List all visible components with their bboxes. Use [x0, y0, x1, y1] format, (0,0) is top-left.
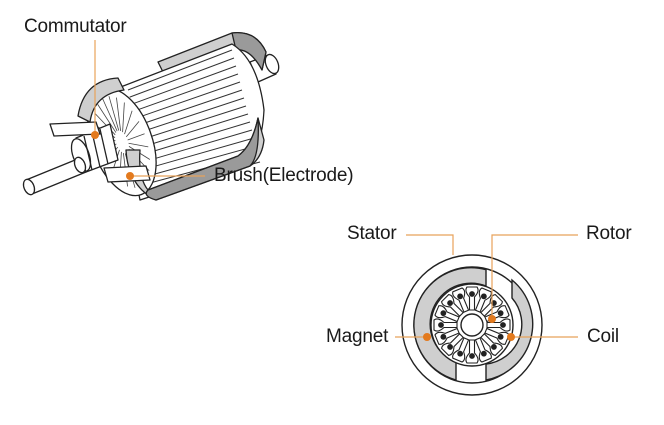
rotor-tooth — [452, 287, 470, 313]
label-commutator: Commutator — [24, 16, 127, 37]
rotor-tooth — [441, 294, 464, 317]
rotor-tooth — [486, 318, 511, 332]
dot-coil — [507, 333, 515, 341]
marker-dots — [91, 131, 515, 341]
motor-cross-section — [401, 254, 543, 396]
dot-commutator — [91, 131, 99, 139]
rotor-tooth — [480, 333, 503, 356]
dc-motor-illustration — [22, 31, 280, 201]
dot-brush — [126, 172, 134, 180]
rotor-tooth — [434, 305, 460, 323]
dot-rotor — [488, 315, 496, 323]
magnet-left-segment — [413, 267, 487, 381]
brush-upper — [49, 121, 101, 137]
rotor-tooth — [433, 318, 458, 332]
rotor-tooth — [452, 337, 470, 363]
rotor-tooth — [434, 327, 460, 345]
dot-magnet — [423, 333, 431, 341]
leader-lines — [94, 40, 578, 338]
rotor-coil-teeth — [433, 286, 511, 364]
rotor-tooth — [484, 327, 510, 345]
rotor-tooth — [465, 286, 479, 311]
shaft-left — [22, 156, 87, 196]
rotor-shaft — [460, 313, 484, 337]
rotor-tooth — [441, 333, 464, 356]
magnet-arc-left — [77, 77, 125, 123]
leader-rotor — [491, 234, 578, 318]
label-stator: Stator — [347, 223, 397, 244]
rotor-tooth — [465, 339, 479, 364]
rotor-tooth — [474, 337, 492, 363]
magnet-right-segment — [485, 278, 534, 381]
rotor-tooth — [474, 287, 492, 313]
label-magnet: Magnet — [326, 326, 389, 347]
label-coil: Coil — [587, 326, 619, 347]
label-brush: Brush(Electrode) — [214, 165, 354, 186]
leader-stator — [406, 234, 454, 255]
label-rotor: Rotor — [586, 223, 632, 244]
